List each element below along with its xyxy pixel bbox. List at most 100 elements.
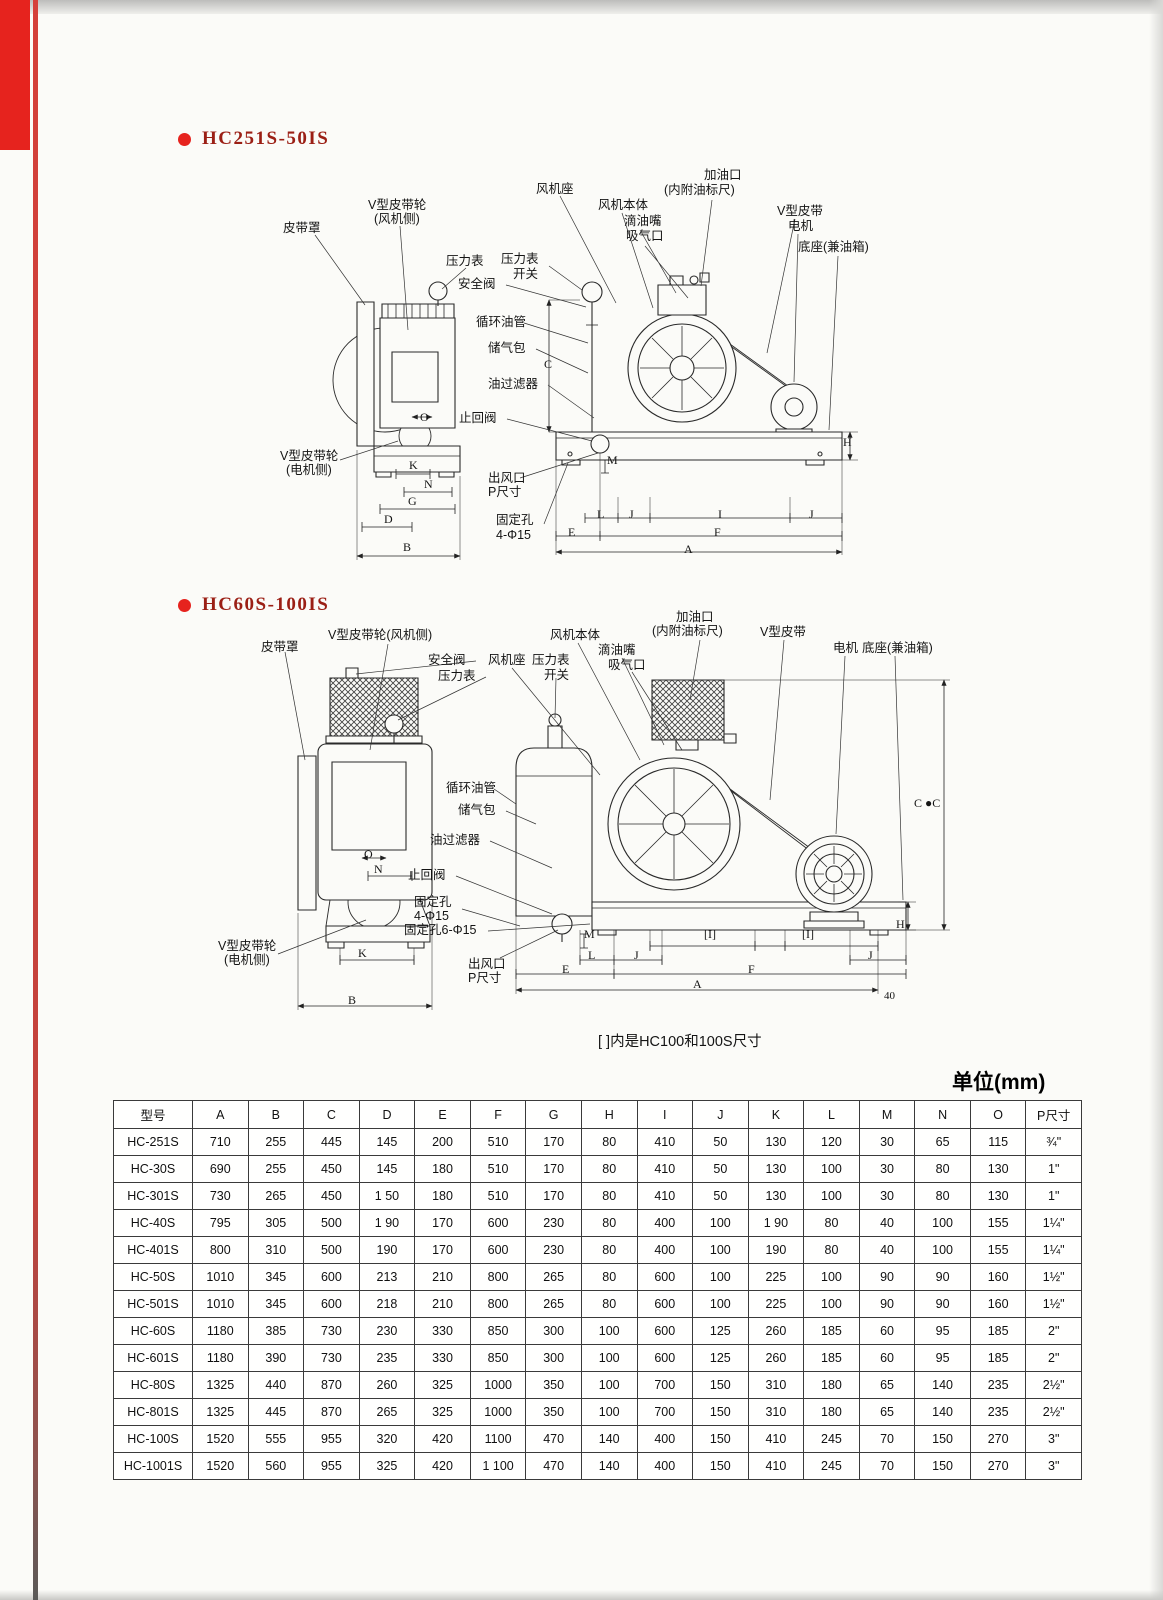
scan-top-shadow	[0, 0, 1163, 14]
column-header: I	[636, 1100, 694, 1129]
value-cell: 185	[803, 1344, 860, 1372]
value-cell: 160	[969, 1263, 1027, 1291]
dim-letter-j: J	[809, 507, 814, 521]
value-cell: 600	[303, 1263, 360, 1291]
front-view	[298, 668, 432, 948]
value-cell: 100	[580, 1317, 638, 1345]
model-cell: HC-501S	[113, 1290, 193, 1318]
value-cell: 95	[914, 1317, 971, 1345]
value-cell: 90	[914, 1263, 971, 1291]
dim-letter-j: J	[868, 948, 873, 962]
label-air-receiver: 储气包	[458, 803, 496, 817]
label-belt-cover: 皮带罩	[283, 221, 321, 235]
model-cell: HC-40S	[113, 1209, 193, 1237]
air-receiver-tank	[516, 748, 592, 916]
label-v-pulley-motor: V型皮带轮	[280, 449, 339, 463]
value-cell: 100	[692, 1236, 749, 1264]
label-oil-filler: 加油口	[704, 168, 742, 182]
value-cell: 345	[247, 1290, 305, 1318]
dim-letter-o: O	[364, 847, 373, 861]
model-cell: HC-601S	[113, 1344, 193, 1372]
motor	[771, 384, 817, 430]
belt-cover	[298, 756, 316, 910]
value-cell: 260	[747, 1317, 805, 1345]
value-cell: 65	[914, 1128, 971, 1156]
value-cell: 350	[525, 1371, 582, 1399]
value-cell: 155	[969, 1209, 1027, 1237]
column-header: E	[414, 1100, 471, 1129]
dim-letter-i-bracket: [I]	[704, 927, 716, 941]
value-cell: 140	[914, 1371, 971, 1399]
label-circulating-oil-pipe: 循环油管	[446, 781, 497, 795]
dim-letter-k: K	[409, 458, 418, 472]
value-cell: 730	[303, 1344, 360, 1372]
dim-letter-g: G	[408, 494, 417, 508]
value-cell: 400	[636, 1425, 694, 1453]
value-cell: 255	[247, 1155, 305, 1183]
value-cell: 100	[580, 1344, 638, 1372]
value-cell: 3"	[1025, 1425, 1082, 1453]
corner-number: 40	[884, 990, 895, 1002]
dimension-lines	[356, 299, 858, 560]
units-label: 单位(mm)	[952, 1071, 1046, 1094]
value-cell: 145	[358, 1155, 416, 1183]
dim-letter-h: H	[896, 917, 905, 931]
value-cell: 955	[303, 1425, 360, 1453]
value-cell: 310	[247, 1236, 305, 1264]
value-cell: 80	[580, 1128, 638, 1156]
value-cell: 1 90	[358, 1209, 416, 1237]
value-cell: 600	[636, 1263, 694, 1291]
value-cell: 600	[469, 1209, 527, 1237]
dim-letter-c-pair: C ●C	[914, 796, 941, 810]
value-cell: 470	[525, 1452, 582, 1480]
dim-letter-i-bracket: [I]	[802, 927, 814, 941]
value-cell: 265	[525, 1263, 582, 1291]
value-cell: 800	[469, 1290, 527, 1318]
label-oil-filler-2: (内附油标尺)	[664, 183, 735, 197]
value-cell: 600	[469, 1236, 527, 1264]
section-title: HC251S-50IS	[202, 128, 330, 149]
value-cell: 850	[469, 1344, 527, 1372]
value-cell: 600	[636, 1317, 694, 1345]
column-header: P尺寸	[1025, 1100, 1082, 1129]
value-cell: 30	[858, 1155, 916, 1183]
value-cell: 410	[747, 1452, 805, 1480]
label-pressure-gauge: 压力表	[438, 669, 476, 683]
value-cell: 65	[858, 1371, 916, 1399]
label-circulating-oil-pipe: 循环油管	[476, 315, 527, 329]
value-cell: 90	[914, 1290, 971, 1318]
value-cell: 560	[247, 1452, 305, 1480]
label-oil-filter: 油过滤器	[430, 833, 481, 847]
value-cell: 225	[747, 1263, 805, 1291]
value-cell: 80	[914, 1182, 971, 1210]
side-view	[556, 273, 842, 465]
value-cell: 125	[692, 1317, 749, 1345]
label-v-belt: V型皮带	[760, 625, 806, 639]
fixing-hole	[568, 452, 572, 456]
value-cell: 180	[414, 1182, 471, 1210]
section-header-hc60s: HC60S-100IS	[178, 594, 329, 616]
label-suction-port: 吸气口	[626, 229, 664, 243]
column-header: 型号	[113, 1100, 193, 1129]
value-cell: 300	[525, 1344, 582, 1372]
value-cell: 170	[414, 1236, 471, 1264]
value-cell: 440	[247, 1371, 305, 1399]
label-v-pulley-motor-side: (电机侧)	[286, 463, 332, 477]
hc251s-technical-drawing	[170, 165, 900, 570]
value-cell: 80	[803, 1236, 860, 1264]
value-cell: 2½"	[1025, 1371, 1082, 1399]
value-cell: 150	[914, 1425, 971, 1453]
value-cell: 170	[525, 1128, 582, 1156]
value-cell: 155	[969, 1236, 1027, 1264]
pressure-gauge	[429, 282, 447, 300]
value-cell: 100	[580, 1398, 638, 1426]
value-cell: 100	[803, 1263, 860, 1291]
value-cell: 265	[525, 1290, 582, 1318]
value-cell: 320	[358, 1425, 416, 1453]
value-cell: 100	[692, 1290, 749, 1318]
